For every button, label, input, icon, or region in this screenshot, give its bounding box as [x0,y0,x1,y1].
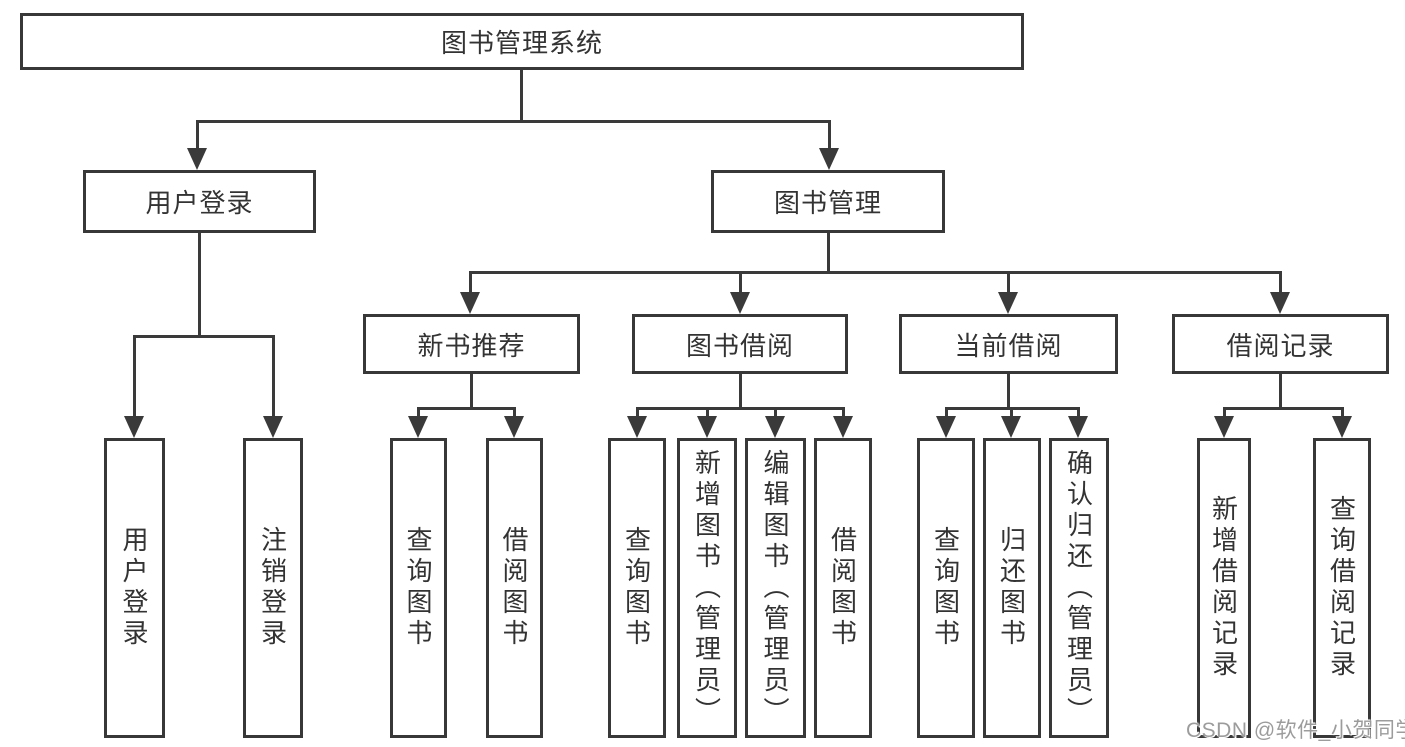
node-label: 查询图书 [403,526,433,650]
arrow-down-icon [1332,416,1352,438]
arrow-down-icon [504,416,524,438]
connector-line [133,335,275,338]
connector-line [417,407,516,410]
arrow-down-icon [408,416,428,438]
connector-line [1223,407,1343,410]
node-leaf-add-books-admin: 新增图书（管理员） [677,438,737,738]
arrow-down-icon [1001,416,1021,438]
connector-line [470,373,473,410]
connector-line [636,407,639,419]
connector-line [513,407,516,419]
connector-line [739,271,742,295]
node-leaf-query-books: 查询图书 [390,438,447,738]
arrow-down-icon [819,148,839,170]
node-leaf-logout: 注销登录 [243,438,303,738]
node-label: 查询借阅记录 [1326,495,1357,681]
connector-line [1010,407,1013,419]
node-label: 确认归还（管理员） [1063,448,1094,728]
connector-line [272,335,275,418]
arrow-down-icon [730,292,750,314]
connector-line [1077,407,1080,419]
connector-line [739,373,742,410]
node-current-borrowing: 当前借阅 [899,314,1118,374]
connector-line [469,271,1282,274]
node-user-login: 用户登录 [83,170,316,233]
connector-line [417,407,420,419]
arrow-down-icon [765,416,785,438]
connector-line [469,271,472,295]
node-leaf-query-borrow-record: 查询借阅记录 [1313,438,1371,738]
connector-line [1279,373,1282,410]
node-leaf-confirm-return-admin: 确认归还（管理员） [1049,438,1109,738]
node-leaf-borrow-books: 借阅图书 [814,438,872,738]
connector-line [198,232,201,338]
connector-line [636,407,844,410]
connector-line [1007,373,1010,410]
arrow-down-icon [998,292,1018,314]
node-label: 图书借阅 [685,330,794,361]
node-leaf-return-books: 归还图书 [983,438,1041,738]
arrow-down-icon [697,416,717,438]
arrow-down-icon [187,148,207,170]
node-label: 查询图书 [621,526,652,650]
node-label: 借阅记录 [1226,330,1335,361]
node-root-book-management-system: 图书管理系统 [20,13,1024,70]
connector-line [133,335,136,418]
node-borrowing-records: 借阅记录 [1172,314,1389,374]
connector-line [842,407,845,419]
connector-line [945,407,948,419]
node-label: 用户登录 [119,526,149,650]
node-label: 新书推荐 [417,330,526,361]
connector-line [196,120,199,150]
node-new-book-recommendation: 新书推荐 [363,314,580,374]
node-label: 借阅图书 [827,526,858,650]
arrow-down-icon [263,416,283,438]
connector-line [827,232,830,274]
connector-line [1007,271,1010,295]
arrow-down-icon [1068,416,1088,438]
node-book-borrowing: 图书借阅 [632,314,848,374]
connector-line [1341,407,1344,419]
connector-line [196,120,830,123]
node-label: 图书管理 [773,188,882,218]
arrow-down-icon [1214,416,1234,438]
node-label: 查询图书 [930,526,961,650]
arrow-down-icon [124,416,144,438]
node-leaf-add-borrow-record: 新增借阅记录 [1197,438,1251,738]
node-label: 新增图书（管理员） [691,448,722,728]
node-label: 注销登录 [257,526,288,650]
connector-line [520,69,523,123]
node-leaf-query-books: 查询图书 [608,438,666,738]
node-leaf-edit-books-admin: 编辑图书（管理员） [745,438,806,738]
connector-line [1279,271,1282,295]
node-label: 归还图书 [996,526,1027,650]
csdn-watermark: CSDN @软件_小贺同学 [1186,719,1405,742]
arrow-down-icon [833,416,853,438]
node-leaf-query-books: 查询图书 [917,438,975,738]
node-label: 用户登录 [145,188,254,218]
node-book-management: 图书管理 [711,170,945,233]
arrow-down-icon [460,292,480,314]
connector-line [706,407,709,419]
node-label: 当前借阅 [954,330,1063,361]
arrow-down-icon [627,416,647,438]
node-label: 借阅图书 [499,526,529,650]
node-label: 编辑图书（管理员） [760,448,790,728]
connector-line [1223,407,1226,419]
node-label: 图书管理系统 [440,28,603,58]
node-leaf-user-login: 用户登录 [104,438,165,738]
arrow-down-icon [936,416,956,438]
node-label: 新增借阅记录 [1208,495,1239,681]
connector-line [828,120,831,150]
arrow-down-icon [1270,292,1290,314]
node-leaf-borrow-books: 借阅图书 [486,438,543,738]
connector-line [774,407,777,419]
